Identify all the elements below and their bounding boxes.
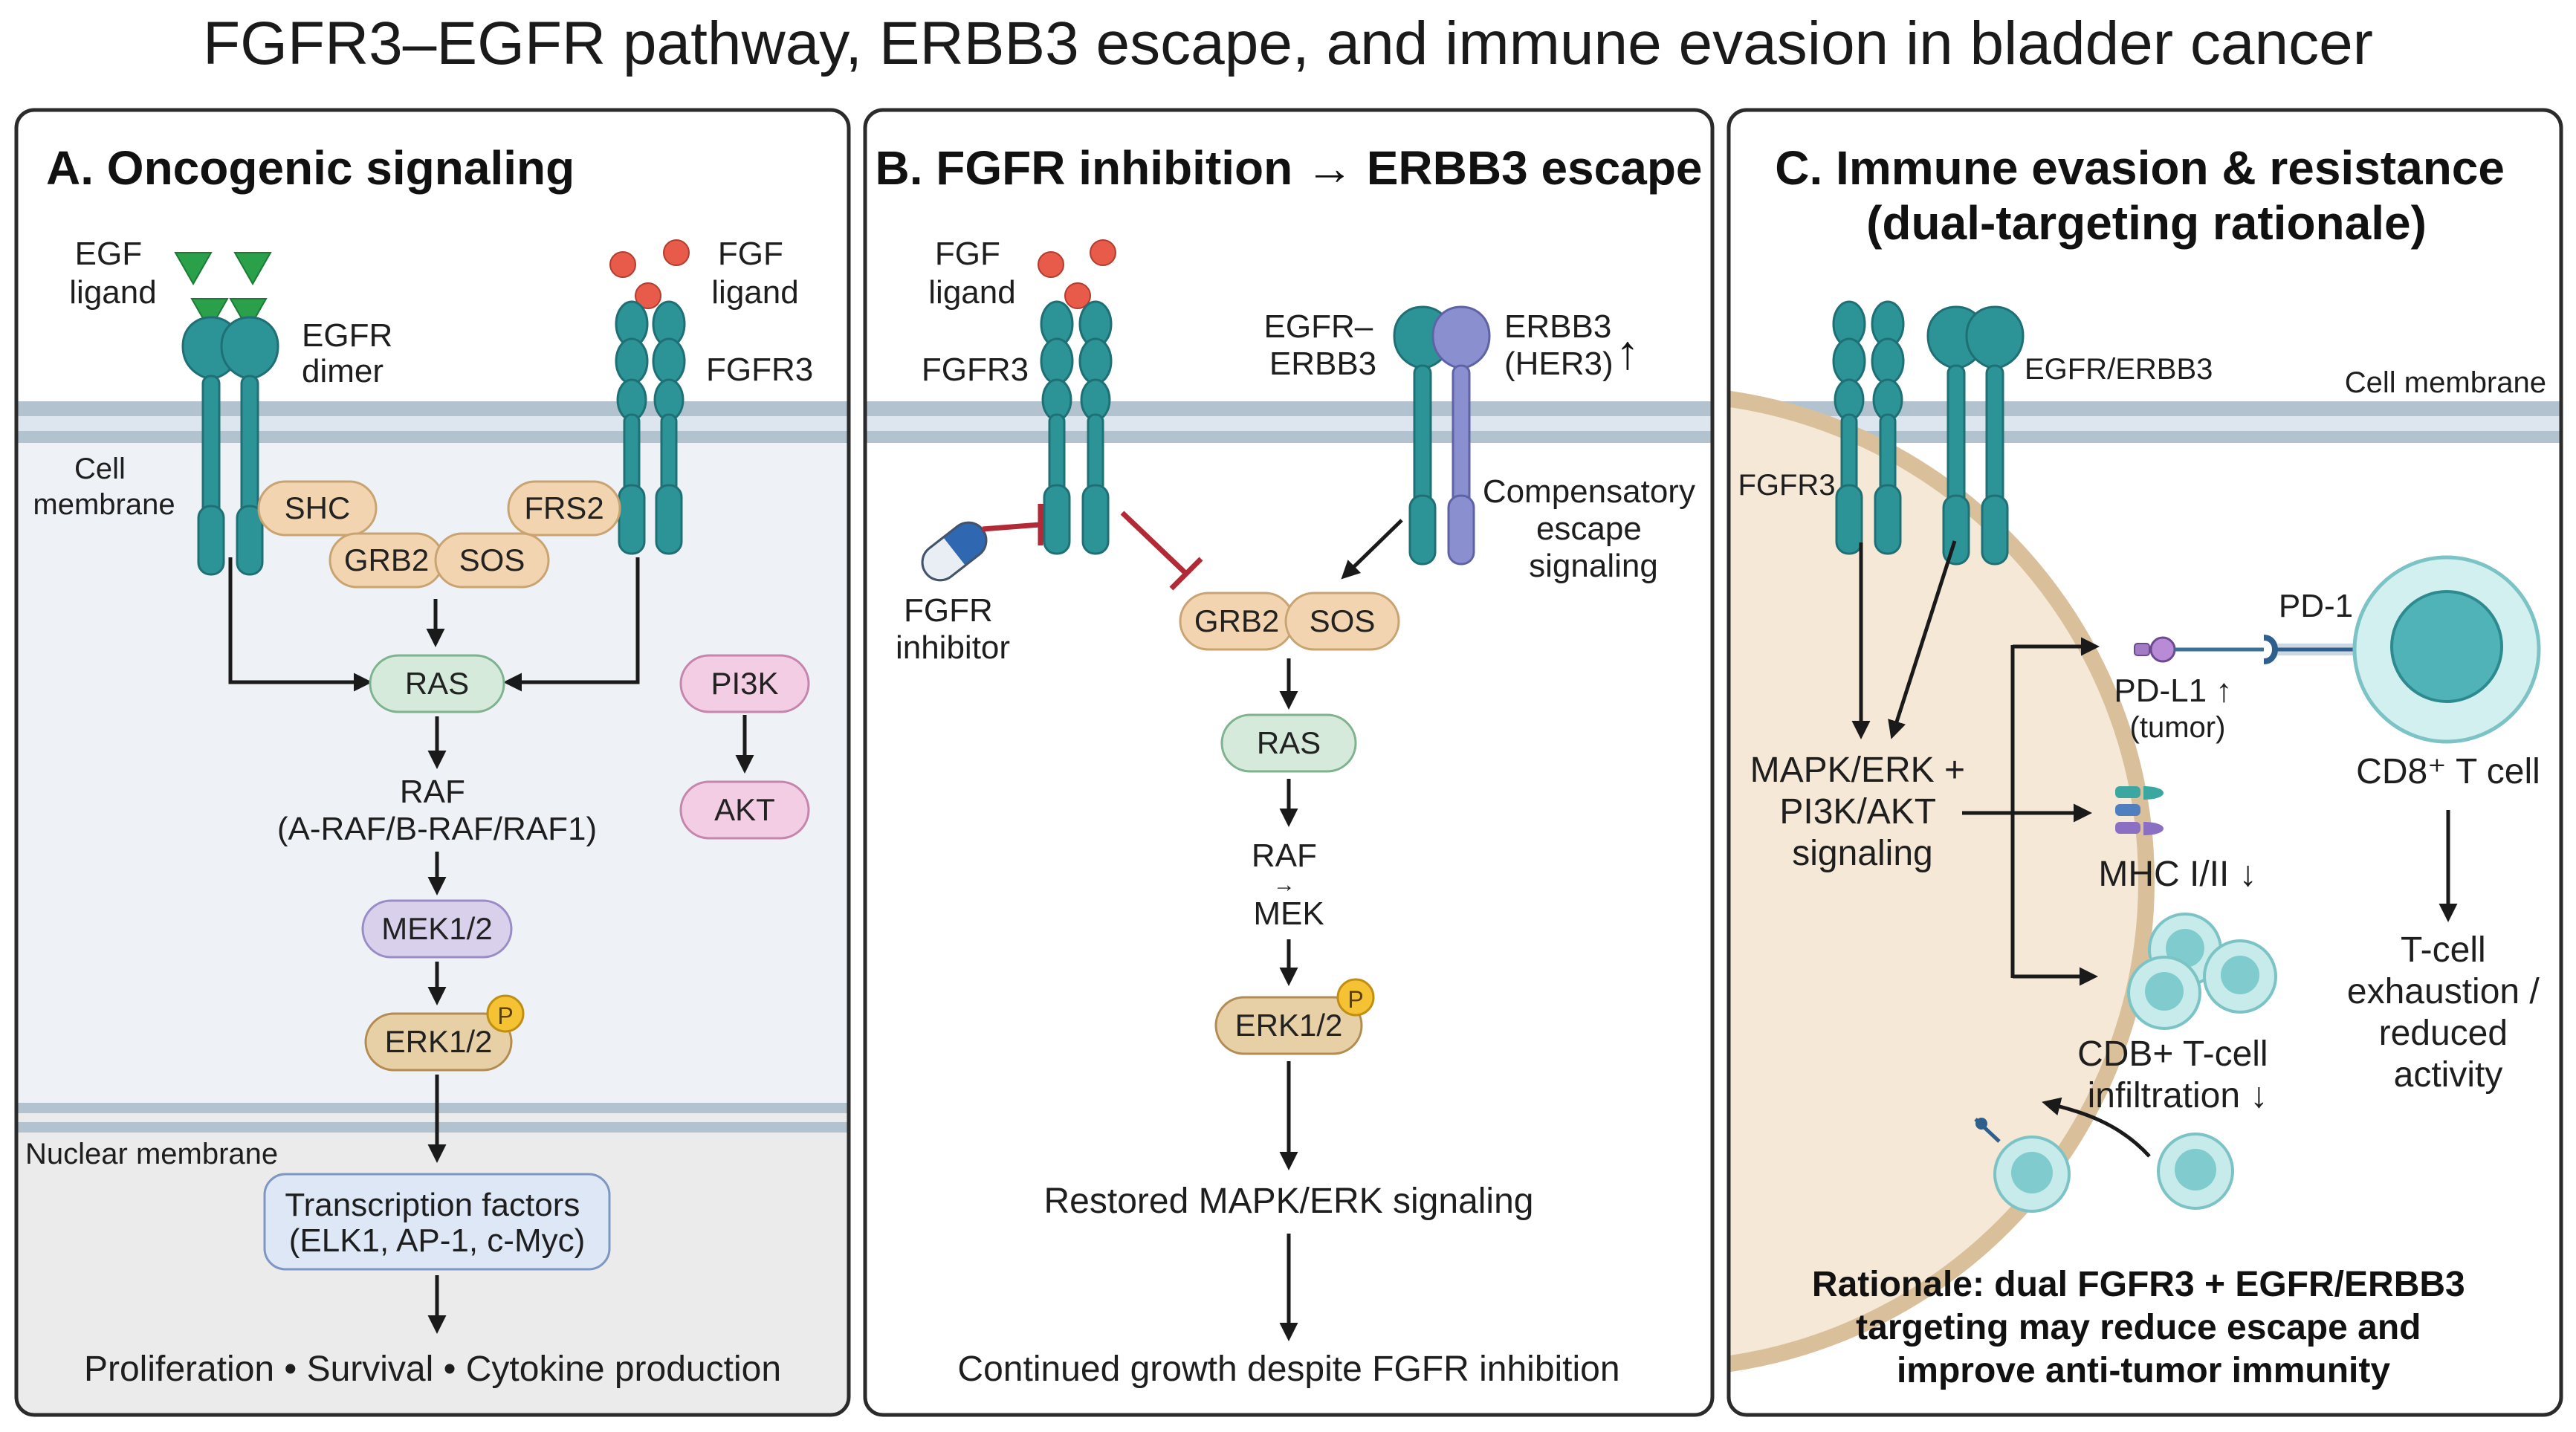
panel-b-ras-node: RAS [1220, 713, 1357, 773]
panel-b-erk-node: ERK1/2 [1214, 996, 1363, 1055]
panel-b-phospho-badge: P [1336, 978, 1375, 1017]
infiltrating-t-cells [1974, 913, 2277, 1213]
panel-b-raf-mek-label: RAF → MEK [1252, 838, 1326, 932]
fgfr-to-grb2-block-symbol [1120, 511, 1203, 591]
egf-ligand-icon [174, 252, 272, 332]
pdl1-icon [2134, 636, 2264, 663]
fgfr-inhibitor-icon [921, 521, 988, 582]
panel-a-outcome: Proliferation • Survival • Cytokine prod… [84, 1350, 781, 1389]
nuclear-membrane-band [16, 1103, 849, 1133]
egfr-erbb3-label: EGFR– ERBB3 [1264, 308, 1382, 382]
tcell-entry-arrow [2042, 1097, 2151, 1158]
panel-c-cell-membrane-label: Cell membrane [2345, 366, 2546, 399]
mek-node: MEK1/2 [361, 899, 513, 959]
panel-a: A. Oncogenic signaling EGF ligand EGFR d… [14, 108, 851, 1417]
nuclear-membrane-label: Nuclear membrane [25, 1138, 278, 1170]
pdl1-label: PD-L1 ↑ (tumor) [2114, 673, 2241, 744]
grb2-node: GRB2 [329, 532, 444, 589]
frs2-node: FRS2 [507, 480, 621, 537]
fgfr3-label: FGFR3 [706, 351, 813, 388]
egfr-erbb3-heterodimer-icon [1393, 305, 1491, 566]
svg-text:P: P [497, 1002, 513, 1029]
akt-node: AKT [679, 780, 810, 840]
panel-b-grb2-node: GRB2 [1179, 592, 1295, 651]
svg-text:SOS: SOS [459, 542, 525, 577]
svg-text:RAS: RAS [405, 666, 469, 701]
fgfr-to-ras-arrow [503, 557, 640, 692]
svg-text:GRB2: GRB2 [344, 542, 429, 577]
svg-text:AKT: AKT [714, 792, 775, 827]
raf-label: RAF (A-RAF/B-RAF/RAF1) [277, 774, 597, 847]
continued-growth-label: Continued growth despite FGFR inhibition [957, 1350, 1619, 1389]
panel-c: C. Immune evasion & resistance (dual-tar… [1726, 108, 2563, 1417]
svg-text:GRB2: GRB2 [1194, 603, 1279, 638]
egfr-to-signaling-arrow [1888, 540, 1957, 739]
svg-text:PI3K: PI3K [711, 666, 778, 701]
pi3k-node: PI3K [679, 654, 810, 713]
erk-node: ERK1/2 [364, 1012, 513, 1072]
sos-node: SOS [434, 532, 550, 589]
pd1-label: PD-1 [2279, 588, 2353, 624]
panel-b-title: B. FGFR inhibition → ERBB3 escape [876, 141, 1703, 195]
mhc-label: MHC I/II ↓ [2098, 855, 2256, 894]
fgf-ligand-label: FGF ligand [711, 236, 798, 311]
panel-c-fgfr3-label: FGFR3 [1738, 469, 1835, 502]
egfr-to-ras-arrow [228, 557, 372, 692]
svg-text:SOS: SOS [1310, 603, 1376, 638]
egf-ligand-label: EGF ligand [69, 236, 156, 311]
cd8-t-cell-label: CD8⁺ T cell [2356, 752, 2540, 791]
panel-b-fgf-ligand-label: FGF ligand [928, 236, 1015, 311]
svg-text:FRS2: FRS2 [524, 490, 603, 525]
fgf-ligand-icon [609, 239, 690, 309]
rationale-text: Rationale: dual FGFR3 + EGFR/ERBB3 targe… [1812, 1265, 2475, 1390]
svg-text:P: P [1347, 986, 1363, 1013]
inhibitor-block-symbol [982, 504, 1043, 545]
panel-c-egfr-erbb3-label: EGFR/ERBB3 [2025, 353, 2213, 386]
svg-text:ERK1/2: ERK1/2 [385, 1024, 493, 1059]
phospho-badge: P [486, 994, 525, 1033]
egfr-dimer-label: EGFR dimer [302, 317, 401, 389]
panel-b-sos-node: SOS [1284, 592, 1400, 651]
erbb3-her3-label: ERBB3 (HER3) [1504, 308, 1621, 382]
panel-b-fgf-ligand-icon [1038, 239, 1116, 309]
figure-title: FGFR3–EGFR pathway, ERBB3 escape, and im… [203, 10, 2373, 77]
panel-b-fgfr3-label: FGFR3 [922, 351, 1029, 388]
cd8-t-cell [2352, 555, 2541, 744]
ras-node: RAS [369, 654, 505, 713]
fgfr-inhibitor-label: FGFR inhibitor [896, 592, 1010, 666]
cell-membrane-label: Cell membrane [33, 453, 175, 521]
exhaustion-label: T-cell exhaustion / reduced activity [2347, 930, 2549, 1095]
svg-text:RAS: RAS [1257, 725, 1321, 760]
svg-text:Transcription factors: Transcription factors (ELK1, AP-1, c-Myc… [285, 1187, 589, 1259]
panel-b: B. FGFR inhibition → ERBB3 escape FGF li… [863, 108, 1715, 1417]
restored-signaling-label: Restored MAPK/ERK signaling [1044, 1182, 1534, 1221]
shc-node: SHC [257, 480, 378, 537]
svg-text:ERK1/2: ERK1/2 [1235, 1008, 1343, 1043]
mhc-icon [2115, 786, 2164, 835]
svg-text:SHC: SHC [285, 490, 351, 525]
infiltration-label: CDB+ T-cell infiltration ↓ [2077, 1034, 2278, 1115]
escape-to-grb2-arrow [1341, 519, 1403, 580]
transcription-factors-node: Transcription factors (ELK1, AP-1, c-Myc… [263, 1173, 611, 1271]
cell-membrane-band [16, 401, 849, 443]
panel-c-title: C. Immune evasion & resistance (dual-tar… [1775, 141, 2518, 250]
tumor-cell [1729, 386, 2155, 1377]
panel-a-title: A. Oncogenic signaling [46, 141, 575, 195]
panel-c-signaling-label: MAPK/ERK + PI3K/AKT signaling [1750, 751, 1975, 873]
erbb3-up-arrow: ↑ [1616, 325, 1640, 379]
pd1-icon [2263, 635, 2375, 664]
compensatory-label: Compensatory escape signaling [1483, 473, 1704, 584]
svg-text:MEK1/2: MEK1/2 [381, 911, 492, 946]
